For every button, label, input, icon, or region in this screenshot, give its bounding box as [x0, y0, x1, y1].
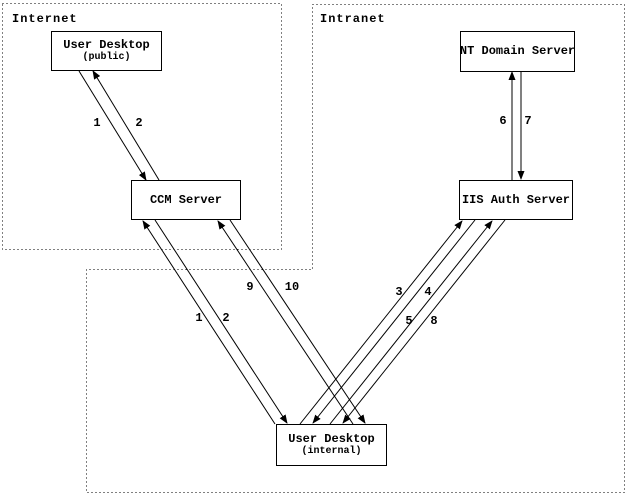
arrow-1-internal-desktop-to-ccm	[142, 220, 276, 425]
node-user-desktop-internal: User Desktop (internal)	[276, 424, 387, 466]
intranet-zone-border	[86, 4, 625, 493]
flow-label-6: 6	[499, 114, 507, 128]
flow-label-5: 5	[405, 314, 413, 328]
flow-label-4: 4	[424, 285, 432, 299]
node-title: CCM Server	[149, 192, 222, 207]
flow-label-2-public: 2	[135, 116, 143, 130]
arrow-2-ccm-to-internal-desktop	[154, 219, 288, 424]
arrow-4-iis-to-internal-desktop	[312, 219, 476, 424]
node-title: NT Domain Server	[459, 44, 576, 58]
node-nt-domain-server: NT Domain Server	[460, 31, 575, 72]
arrow-2-ccm-to-public-desktop	[92, 70, 160, 181]
flow-label-1-internal: 1	[195, 311, 203, 325]
arrow-10-ccm-to-internal-desktop	[229, 219, 366, 424]
intranet-zone-label: Intranet	[320, 12, 386, 26]
flow-label-8: 8	[430, 314, 438, 328]
flow-label-2-internal: 2	[222, 311, 230, 325]
arrow-9-internal-desktop-to-ccm	[217, 220, 354, 425]
node-ccm-server: CCM Server	[131, 180, 241, 220]
flow-label-9: 9	[246, 280, 254, 294]
arrow-8-iis-to-internal-desktop	[342, 219, 506, 424]
flow-label-10: 10	[284, 280, 300, 294]
node-title: User Desktop	[288, 432, 375, 446]
node-user-desktop-public: User Desktop (public)	[51, 31, 162, 71]
arrow-1-public-desktop-to-ccm	[78, 70, 147, 181]
node-iis-auth-server: IIS Auth Server	[459, 180, 573, 220]
arrow-3-internal-desktop-to-iis	[299, 220, 463, 425]
node-subtitle: (internal)	[301, 446, 362, 457]
internet-zone-label: Internet	[12, 12, 78, 26]
node-subtitle: (public)	[82, 52, 131, 63]
node-title: IIS Auth Server	[461, 192, 571, 207]
internet-zone-border	[2, 3, 282, 250]
flow-label-3: 3	[395, 285, 403, 299]
node-title: User Desktop	[63, 38, 150, 52]
arrow-5-internal-desktop-to-iis	[329, 220, 493, 425]
flow-label-7: 7	[524, 114, 532, 128]
flow-label-1-public: 1	[93, 116, 101, 130]
